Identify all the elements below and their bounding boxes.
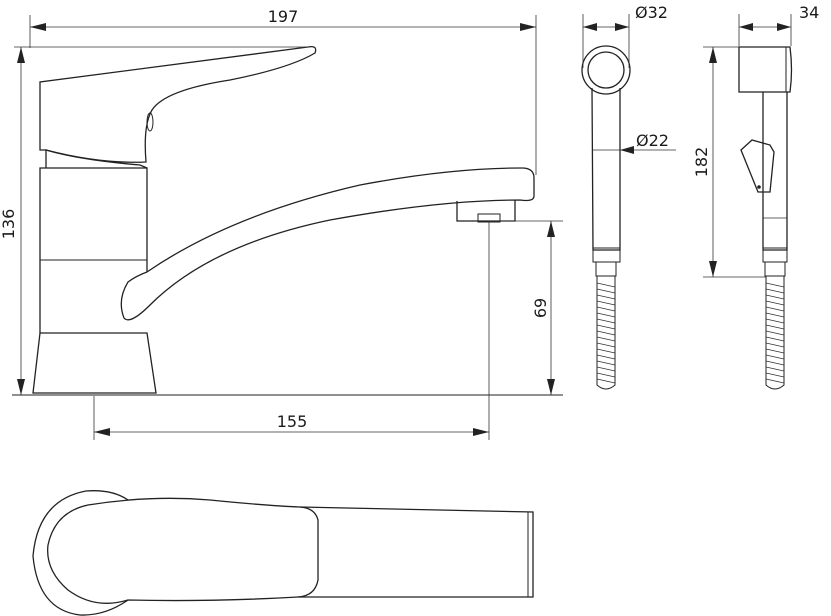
dimension-depth-34: 34	[738, 3, 819, 46]
dimension-reach-155: 155	[93, 221, 490, 440]
dimension-diameter-22: Ø22	[620, 131, 676, 154]
shower-side-view	[738, 46, 793, 390]
dim-label-34: 34	[799, 3, 819, 22]
dimension-diameter-32: Ø32	[582, 3, 668, 68]
faucet-side-view	[12, 45, 563, 396]
dim-label-136: 136	[0, 209, 18, 240]
faucet-top-view	[32, 490, 534, 616]
shower-hose-side	[765, 276, 785, 390]
dim-label-197: 197	[268, 7, 299, 26]
dim-label-182: 182	[692, 147, 711, 178]
dimension-height-136: 136	[0, 46, 310, 395]
dim-label-155: 155	[277, 412, 308, 431]
dimension-length-182: 182	[692, 46, 766, 278]
dimension-width-197: 197	[29, 7, 537, 175]
dim-label-d22: Ø22	[636, 131, 669, 150]
dimension-height-69: 69	[489, 220, 563, 395]
dim-label-d32: Ø32	[635, 3, 668, 22]
dim-label-69: 69	[531, 298, 550, 318]
shower-hose-front	[596, 276, 616, 390]
shower-front-view	[581, 45, 631, 390]
